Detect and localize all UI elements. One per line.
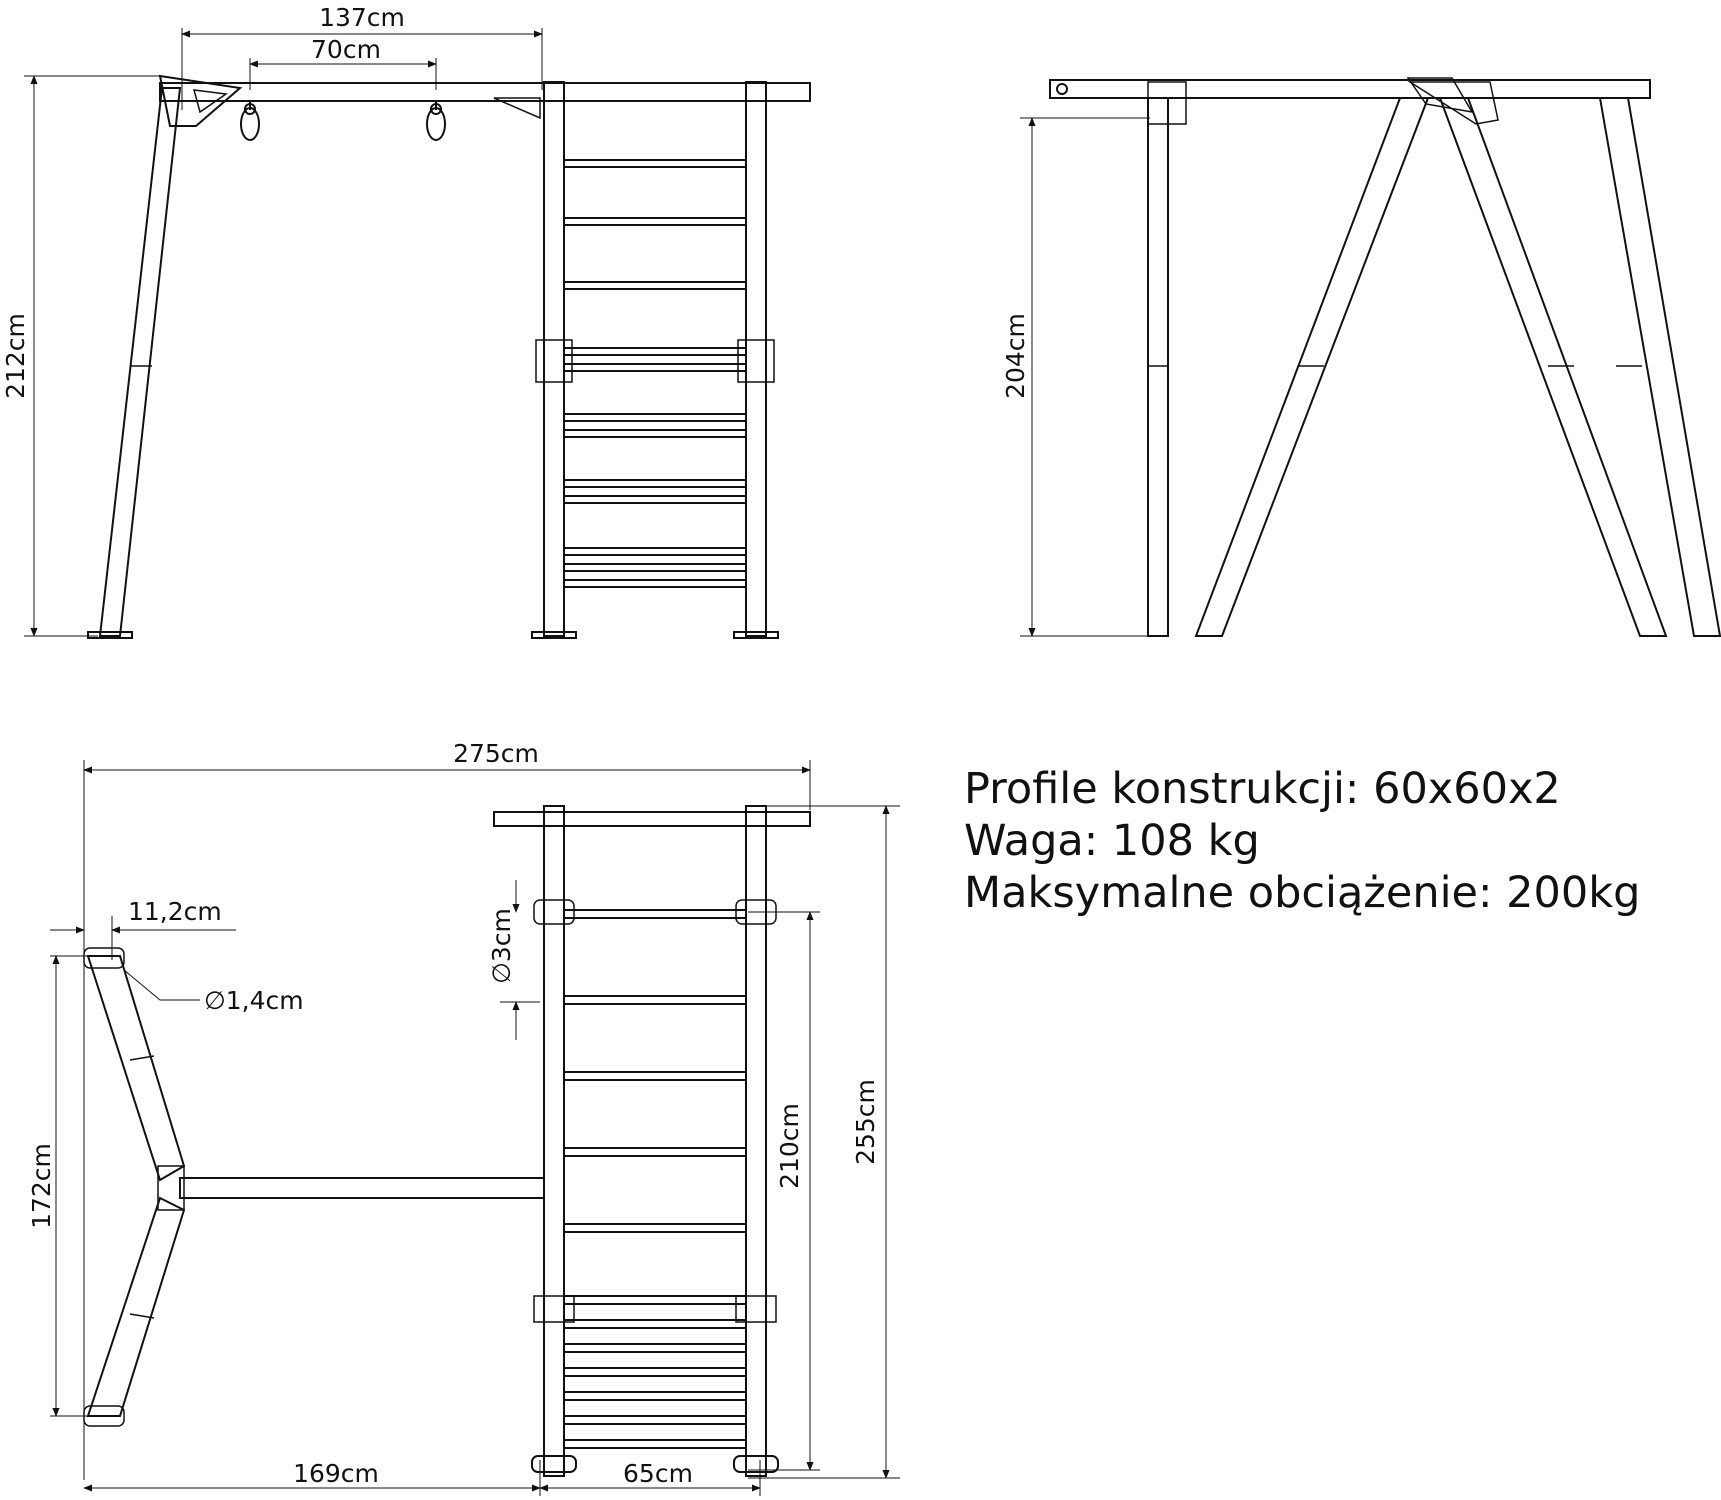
dim-top-span-172: 172cm [27, 1143, 56, 1229]
dim-top-overall-255: 255cm [851, 1079, 880, 1165]
spec-weight: Waga: 108 kg [964, 816, 1260, 866]
dim-top-base-169: 169cm [293, 1459, 379, 1488]
dim-top-ladder-width-65: 65cm [623, 1459, 693, 1488]
top-view [50, 760, 900, 1496]
dim-front-height-212: 212cm [1, 313, 30, 399]
spec-profile: Profile konstrukcji: 60x60x2 [964, 764, 1561, 814]
dim-front-width-70: 70cm [311, 35, 381, 64]
dim-top-offset-11-2: 11,2cm [128, 897, 222, 926]
front-view [24, 28, 811, 639]
dim-side-height-204: 204cm [1001, 313, 1030, 399]
side-view [1020, 77, 1721, 637]
dim-front-width-137: 137cm [319, 3, 405, 32]
dim-top-ladder-height-210: 210cm [775, 1103, 804, 1189]
dim-top-rung-diameter: ∅3cm [487, 908, 516, 984]
dim-top-length-275: 275cm [453, 739, 539, 768]
dim-top-hole-diameter: ∅1,4cm [204, 986, 304, 1015]
spec-max-load: Maksymalne obciążenie: 200kg [964, 868, 1641, 918]
